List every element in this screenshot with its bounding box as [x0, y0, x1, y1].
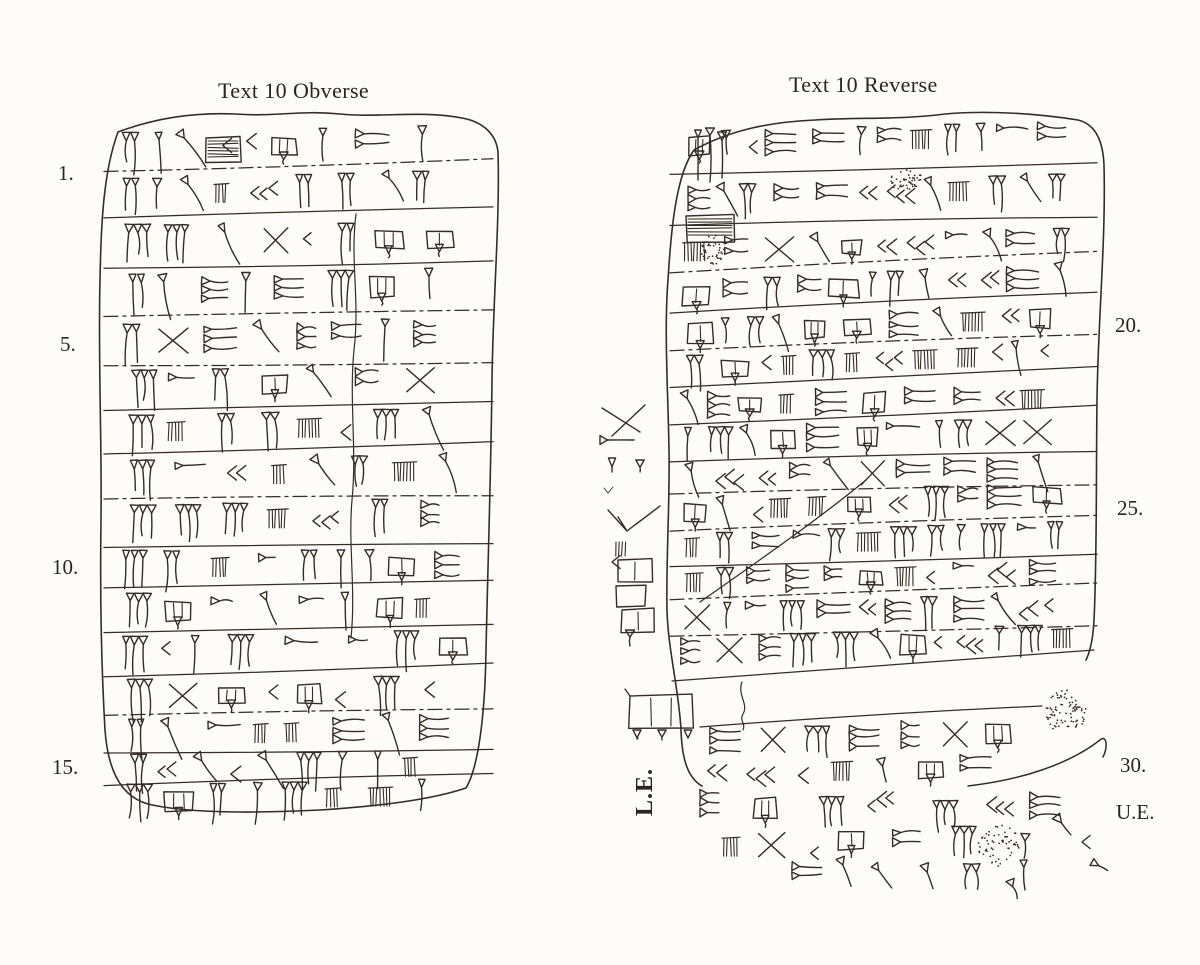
reverse-title: Text 10 Reverse — [789, 72, 938, 97]
reverse-line-label-25: 25. — [1117, 496, 1144, 520]
obverse-line-label-15: 15. — [52, 755, 79, 779]
upper-edge-label: U.E. — [1116, 800, 1155, 824]
reverse-line-label-30: 30. — [1120, 753, 1147, 777]
left-edge-label: L.E. — [632, 767, 658, 816]
reverse-line-label-20: 20. — [1115, 313, 1142, 337]
obverse-title: Text 10 Obverse — [218, 78, 370, 103]
obverse-line-label-1: 1. — [58, 161, 74, 185]
obverse-line-label-5: 5. — [60, 332, 76, 356]
obverse-line-label-10: 10. — [52, 555, 79, 579]
